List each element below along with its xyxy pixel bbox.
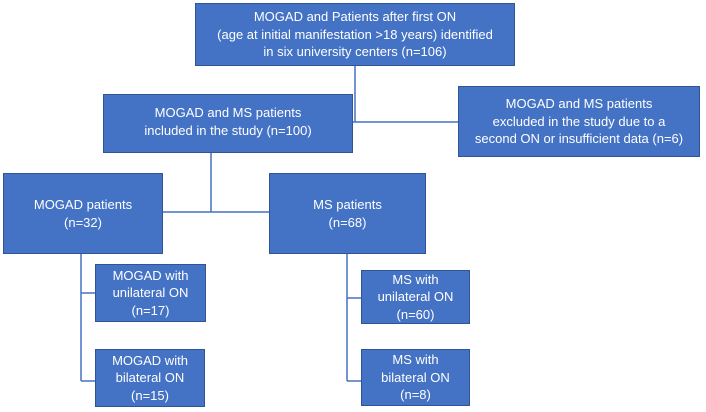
box-ms-bilateral-line2: bilateral ON	[381, 369, 450, 385]
box-excluded-patients-line3: second ON or insufficient data (n=6)	[474, 131, 684, 147]
box-mogad-unilateral-line2: unilateral ON	[112, 285, 189, 301]
box-excluded-patients-line2: excluded in the study due to a	[492, 113, 666, 129]
box-screened-patients-line3: in six university centers (n=106)	[263, 44, 447, 60]
box-mogad-bilateral-line3: (n=15)	[131, 387, 169, 403]
box-ms-bilateral-line3: (n=8)	[400, 387, 431, 403]
box-screened-patients-line1: MOGAD and Patients after first ON	[253, 9, 457, 25]
box-included-patients-line2: included in the study (n=100)	[144, 122, 312, 138]
box-mogad-unilateral-line1: MOGAD with	[112, 267, 189, 283]
box-ms-patients-line2: (n=68)	[328, 214, 367, 230]
box-excluded-patients: MOGAD and MS patients excluded in the st…	[458, 86, 700, 157]
box-ms-patients-line1: MS patients	[313, 196, 382, 212]
box-ms-unilateral: MS with unilateral ON (n=60)	[361, 270, 470, 324]
box-screened-patients: MOGAD and Patients after first ON (age a…	[195, 3, 515, 66]
box-excluded-patients-line1: MOGAD and MS patients	[505, 96, 653, 112]
box-mogad-bilateral-line2: bilateral ON	[115, 370, 185, 386]
box-ms-unilateral-line3: (n=60)	[396, 306, 435, 322]
box-screened-patients-line2: (age at initial manifestation >18 years)…	[217, 26, 493, 42]
box-mogad-patients-line1: MOGAD patients	[33, 196, 133, 212]
box-ms-bilateral: MS with bilateral ON (n=8)	[361, 349, 470, 406]
box-ms-patients: MS patients (n=68)	[269, 173, 426, 254]
box-included-patients: MOGAD and MS patients included in the st…	[103, 94, 353, 153]
box-ms-unilateral-line1: MS with	[392, 271, 439, 287]
box-ms-bilateral-line1: MS with	[392, 352, 439, 368]
box-mogad-patients: MOGAD patients (n=32)	[3, 173, 163, 254]
box-mogad-unilateral-line3: (n=17)	[131, 302, 170, 318]
box-ms-unilateral-line2: unilateral ON	[377, 289, 454, 305]
box-mogad-patients-line2: (n=32)	[64, 214, 102, 230]
box-included-patients-line1: MOGAD and MS patients	[154, 104, 302, 120]
box-mogad-bilateral: MOGAD with bilateral ON (n=15)	[95, 349, 205, 407]
box-mogad-unilateral: MOGAD with unilateral ON (n=17)	[95, 264, 206, 322]
box-mogad-bilateral-line1: MOGAD with	[112, 352, 188, 368]
